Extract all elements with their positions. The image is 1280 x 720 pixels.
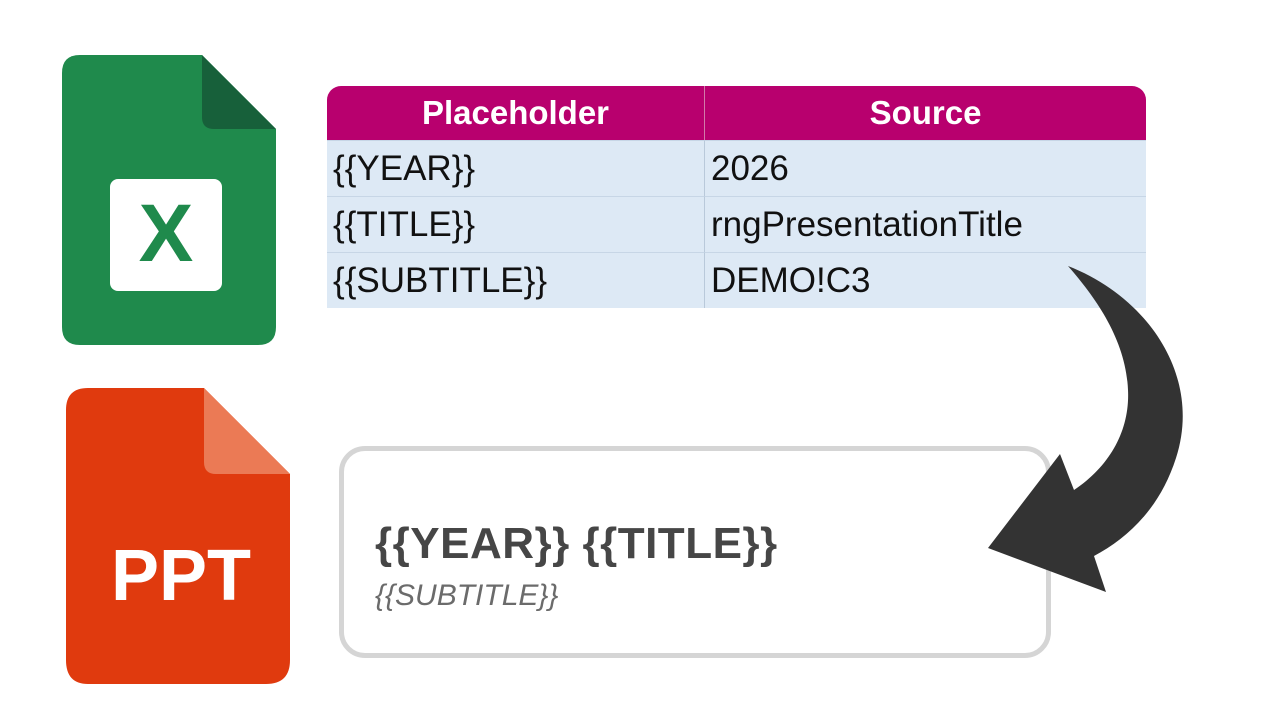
placeholder-mapping-table: Placeholder Source {{YEAR}} 2026 {{TITLE… [327, 86, 1146, 308]
table-row: {{YEAR}} 2026 [327, 140, 1146, 196]
placeholder-cell: {{TITLE}} [327, 196, 705, 252]
source-cell: rngPresentationTitle [705, 196, 1146, 252]
header-placeholder: Placeholder [327, 86, 705, 140]
curved-arrow-icon [988, 266, 1183, 592]
table-row: {{TITLE}} rngPresentationTitle [327, 196, 1146, 252]
header-source: Source [705, 86, 1146, 140]
source-cell: DEMO!C3 [705, 252, 1146, 308]
excel-file-icon: X [62, 55, 276, 345]
placeholder-cell: {{SUBTITLE}} [327, 252, 705, 308]
source-cell: 2026 [705, 140, 1146, 196]
ppt-file-icon: PPT [66, 388, 290, 684]
slide-preview-card: {{YEAR}} {{TITLE}} {{SUBTITLE}} [339, 446, 1051, 658]
excel-x-glyph: X [139, 188, 194, 279]
table-header-row: Placeholder Source [327, 86, 1146, 140]
slide-title-placeholder: {{YEAR}} {{TITLE}} [375, 519, 778, 568]
table-row: {{SUBTITLE}} DEMO!C3 [327, 252, 1146, 308]
slide-subtitle-placeholder: {{SUBTITLE}} [375, 579, 559, 612]
placeholder-cell: {{YEAR}} [327, 140, 705, 196]
ppt-label: PPT [111, 536, 251, 616]
